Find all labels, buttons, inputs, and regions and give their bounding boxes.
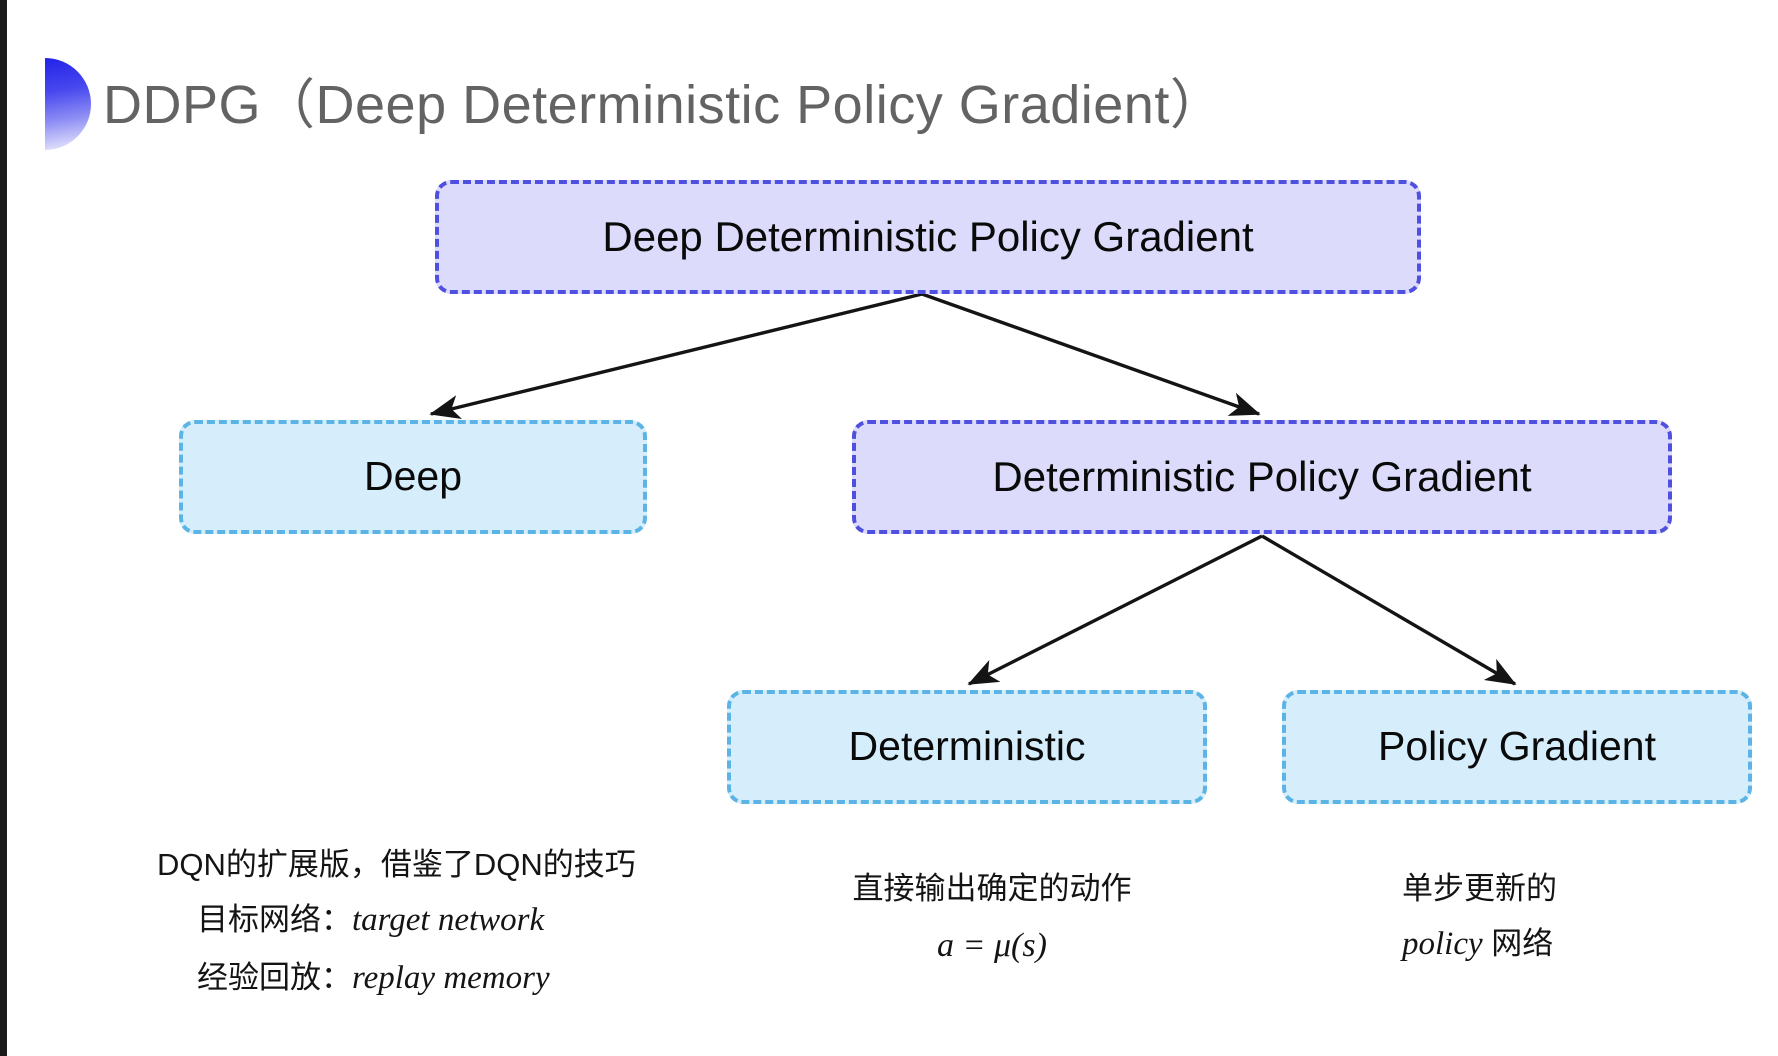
annotation-deterministic-formula: a = μ(s) xyxy=(937,927,1047,965)
edge-dpg-to-deterministic xyxy=(967,534,1263,686)
annotation-policy-gradient: 单步更新的 policy 网络 xyxy=(1402,862,1692,974)
annotation-policy-gradient-line1: 单步更新的 xyxy=(1402,871,1557,906)
annotation-deep-line1: DQN的扩展版，借鉴了DQN的技巧 xyxy=(157,847,636,882)
node-deterministic-policy-gradient[interactable]: Deterministic Policy Gradient xyxy=(852,420,1672,534)
annotation-deep-line3: 经验回放：replay memory xyxy=(157,950,677,1008)
annotation-deep-line2-term: target network xyxy=(352,902,545,939)
node-label: Deterministic xyxy=(848,723,1086,770)
annotation-deep-line2: 目标网络：target network xyxy=(157,892,677,950)
node-deterministic[interactable]: Deterministic xyxy=(727,690,1207,804)
annotation-policy-gradient-line2: policy 网络 xyxy=(1402,916,1692,974)
node-label: Policy Gradient xyxy=(1377,723,1656,770)
annotation-policy-gradient-term: policy xyxy=(1402,926,1483,963)
edge-dpg-to-policy-gradient xyxy=(1261,534,1517,686)
page-title: DDPG（Deep Deterministic Policy Gradient） xyxy=(103,75,1225,135)
annotation-deep-line2-label: 目标网络： xyxy=(197,902,352,938)
edge-root-to-deep xyxy=(429,292,923,420)
annotation-deep: DQN的扩展版，借鉴了DQN的技巧 目标网络：target network 经验… xyxy=(157,838,677,1008)
annotation-policy-gradient-suffix: 网络 xyxy=(1482,926,1554,962)
annotation-deterministic-line1: 直接输出确定的动作 xyxy=(852,871,1132,906)
node-deep-deterministic-policy-gradient[interactable]: Deep Deterministic Policy Gradient xyxy=(435,180,1421,294)
annotation-deterministic: 直接输出确定的动作 a = μ(s) xyxy=(827,862,1157,976)
half-circle-gradient-icon xyxy=(45,58,91,150)
node-label: Deep Deterministic Policy Gradient xyxy=(602,212,1254,260)
annotation-deep-line3-label: 经验回放： xyxy=(197,960,352,995)
edge-root-to-dpg xyxy=(921,292,1261,416)
node-label: Deterministic Policy Gradient xyxy=(992,452,1532,500)
node-deep[interactable]: Deep xyxy=(179,420,647,534)
node-label: Deep xyxy=(363,453,462,500)
node-policy-gradient[interactable]: Policy Gradient xyxy=(1282,690,1752,804)
annotation-deep-line3-term: replay memory xyxy=(352,960,550,996)
